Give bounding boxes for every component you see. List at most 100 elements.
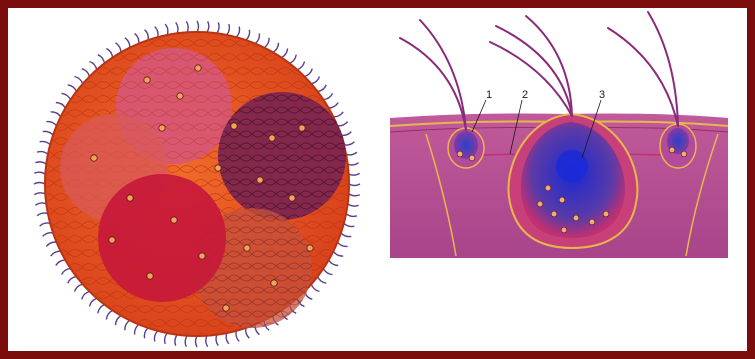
- cell-dot: [177, 93, 183, 99]
- flagellum: [75, 284, 83, 291]
- flagellum: [281, 49, 287, 58]
- flagellum: [46, 122, 56, 126]
- cell-dot: [681, 151, 687, 157]
- cell-dot: [551, 211, 557, 217]
- cell-dot: [269, 135, 275, 141]
- flagellum: [68, 85, 77, 92]
- cell-dot: [289, 195, 295, 201]
- flagellum: [217, 22, 219, 33]
- cell-dot: [669, 147, 675, 153]
- flagellum: [125, 38, 130, 48]
- flagellum: [246, 328, 250, 338]
- flagellum: [144, 328, 148, 338]
- flagellum: [346, 152, 357, 155]
- cell-dot: [603, 211, 609, 217]
- flagellum: [311, 284, 319, 291]
- flagellum: [337, 122, 347, 126]
- flagellum: [290, 55, 297, 64]
- flagellum: [196, 336, 198, 347]
- flagellum: [43, 131, 53, 135]
- cell-dot: [223, 305, 229, 311]
- cell-dot: [307, 245, 313, 251]
- cell-dot: [589, 219, 595, 225]
- flagellum: [341, 233, 351, 237]
- cell-dot: [559, 197, 565, 203]
- flagellum: [56, 260, 66, 266]
- cell-dot: [561, 227, 567, 233]
- cell-dot: [215, 165, 221, 171]
- flagellum: [51, 112, 61, 117]
- cell-dot: [573, 215, 579, 221]
- flagellum: [227, 24, 230, 35]
- hair-strand: [490, 42, 572, 116]
- flagellum: [246, 30, 250, 40]
- daughter-mesh-dark: [218, 92, 346, 220]
- cell-dot: [231, 123, 237, 129]
- flagellum: [344, 223, 355, 226]
- cell-dot: [91, 155, 97, 161]
- flagellum: [82, 69, 90, 77]
- flagellum: [68, 277, 77, 284]
- cell-dot: [469, 155, 475, 161]
- cell-dot: [537, 201, 543, 207]
- flagellum: [51, 251, 61, 256]
- flagellum: [37, 213, 48, 216]
- flagellum: [40, 223, 51, 226]
- flagellum: [98, 305, 105, 314]
- flagellum: [90, 62, 97, 70]
- daughter-mesh-red: [98, 174, 226, 302]
- flagellum: [197, 21, 199, 32]
- flagellum: [207, 21, 209, 32]
- flagellum: [155, 27, 158, 38]
- flagellum: [311, 77, 319, 84]
- callout-label-1: 1: [486, 89, 492, 101]
- flagellum: [349, 184, 360, 186]
- flagellum: [185, 336, 187, 347]
- flagellum: [216, 335, 218, 346]
- cell-dot: [199, 253, 205, 259]
- hair-strand: [608, 28, 678, 126]
- flagellum: [226, 333, 229, 344]
- flagellum: [35, 162, 46, 164]
- cell-dot: [457, 151, 463, 157]
- flagellum: [318, 85, 327, 92]
- flagellum: [116, 316, 122, 326]
- cell-dot: [109, 237, 115, 243]
- cell-dot: [545, 185, 551, 191]
- flagellum: [165, 333, 168, 344]
- flagellum: [125, 320, 130, 330]
- flagellum: [175, 335, 177, 346]
- flagellum: [329, 103, 339, 109]
- flagellum: [333, 112, 343, 117]
- callout-label-3: 3: [599, 89, 605, 101]
- flagellum: [318, 277, 327, 284]
- flagellum: [323, 93, 332, 99]
- flagellum: [145, 30, 149, 40]
- flagellum: [75, 77, 83, 84]
- callout-label-2: 2: [522, 89, 528, 101]
- flagellum: [62, 93, 71, 99]
- flagellum: [34, 193, 45, 195]
- flagellum: [116, 43, 122, 53]
- flagellum: [349, 173, 360, 175]
- flagellum: [34, 183, 45, 185]
- flagellum: [329, 260, 339, 266]
- cell-dot: [127, 195, 133, 201]
- flagellum: [337, 242, 347, 246]
- cell-dot: [244, 245, 250, 251]
- flagellum: [82, 292, 90, 300]
- flagellum: [106, 49, 112, 58]
- flagellum: [135, 33, 139, 43]
- flagellum: [236, 331, 239, 342]
- flagellum: [106, 310, 112, 319]
- flagellum: [206, 336, 208, 347]
- flagellum: [165, 24, 168, 35]
- flagellum: [34, 172, 45, 174]
- flagellum: [349, 194, 360, 196]
- flagellum: [348, 204, 359, 206]
- flagellum: [264, 38, 269, 48]
- cell-dot: [195, 65, 201, 71]
- flagellum: [46, 242, 56, 246]
- cell-dot: [299, 125, 305, 131]
- figure-frame: 1 2 3: [8, 8, 747, 351]
